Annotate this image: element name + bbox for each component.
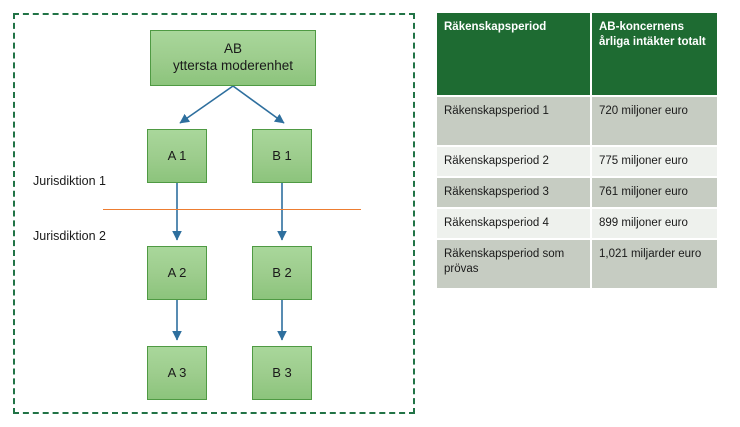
node-b2: B 2 [252,246,312,300]
table-cell-period: Räkenskapsperiod 1 [437,97,592,147]
node-ab-ultimate-parent: AB yttersta moderenhet [150,30,316,86]
jurisdiction-1-label: Jurisdiktion 1 [33,174,106,188]
table-header-row: Räkenskapsperiod AB-koncernens årliga in… [437,13,717,97]
node-a2: A 2 [147,246,207,300]
table-cell-period: Räkenskapsperiod som prövas [437,239,592,290]
jurisdiction-2-label: Jurisdiktion 2 [33,229,106,243]
table-header-cell-period: Räkenskapsperiod [437,13,592,97]
jurisdiction-divider-line [103,209,361,210]
table-cell-revenue: 761 miljoner euro [592,177,717,209]
table-row: Räkenskapsperiod som prövas 1,021 miljar… [437,239,717,290]
table-cell-period: Räkenskapsperiod 4 [437,208,592,240]
table-row: Räkenskapsperiod 3 761 miljoner euro [437,177,717,209]
revenue-table: Räkenskapsperiod AB-koncernens årliga in… [437,13,717,290]
node-b1: B 1 [252,129,312,183]
table-header-cell-revenue: AB-koncernens årliga intäkter totalt [592,13,717,97]
connector-ab-to-b1 [232,85,285,124]
connector-ab-to-a1 [179,85,234,124]
group-structure-diagram: AB yttersta moderenhet A 1 B 1 A 2 B 2 A… [13,13,415,414]
node-b3: B 3 [252,346,312,400]
table-row: Räkenskapsperiod 2 775 miljoner euro [437,147,717,178]
table-cell-revenue: 1,021 miljarder euro [592,239,717,290]
table-cell-period: Räkenskapsperiod 2 [437,147,592,178]
node-a1: A 1 [147,129,207,183]
node-a3: A 3 [147,346,207,400]
table-header: Räkenskapsperiod AB-koncernens årliga in… [437,13,717,97]
table-row: Räkenskapsperiod 4 899 miljoner euro [437,208,717,240]
table-cell-revenue: 899 miljoner euro [592,208,717,240]
table-cell-revenue: 720 miljoner euro [592,97,717,147]
table-body: Räkenskapsperiod 1 720 miljoner euro Räk… [437,97,717,290]
table-cell-revenue: 775 miljoner euro [592,147,717,178]
table-cell-period: Räkenskapsperiod 3 [437,177,592,209]
table-row: Räkenskapsperiod 1 720 miljoner euro [437,97,717,147]
